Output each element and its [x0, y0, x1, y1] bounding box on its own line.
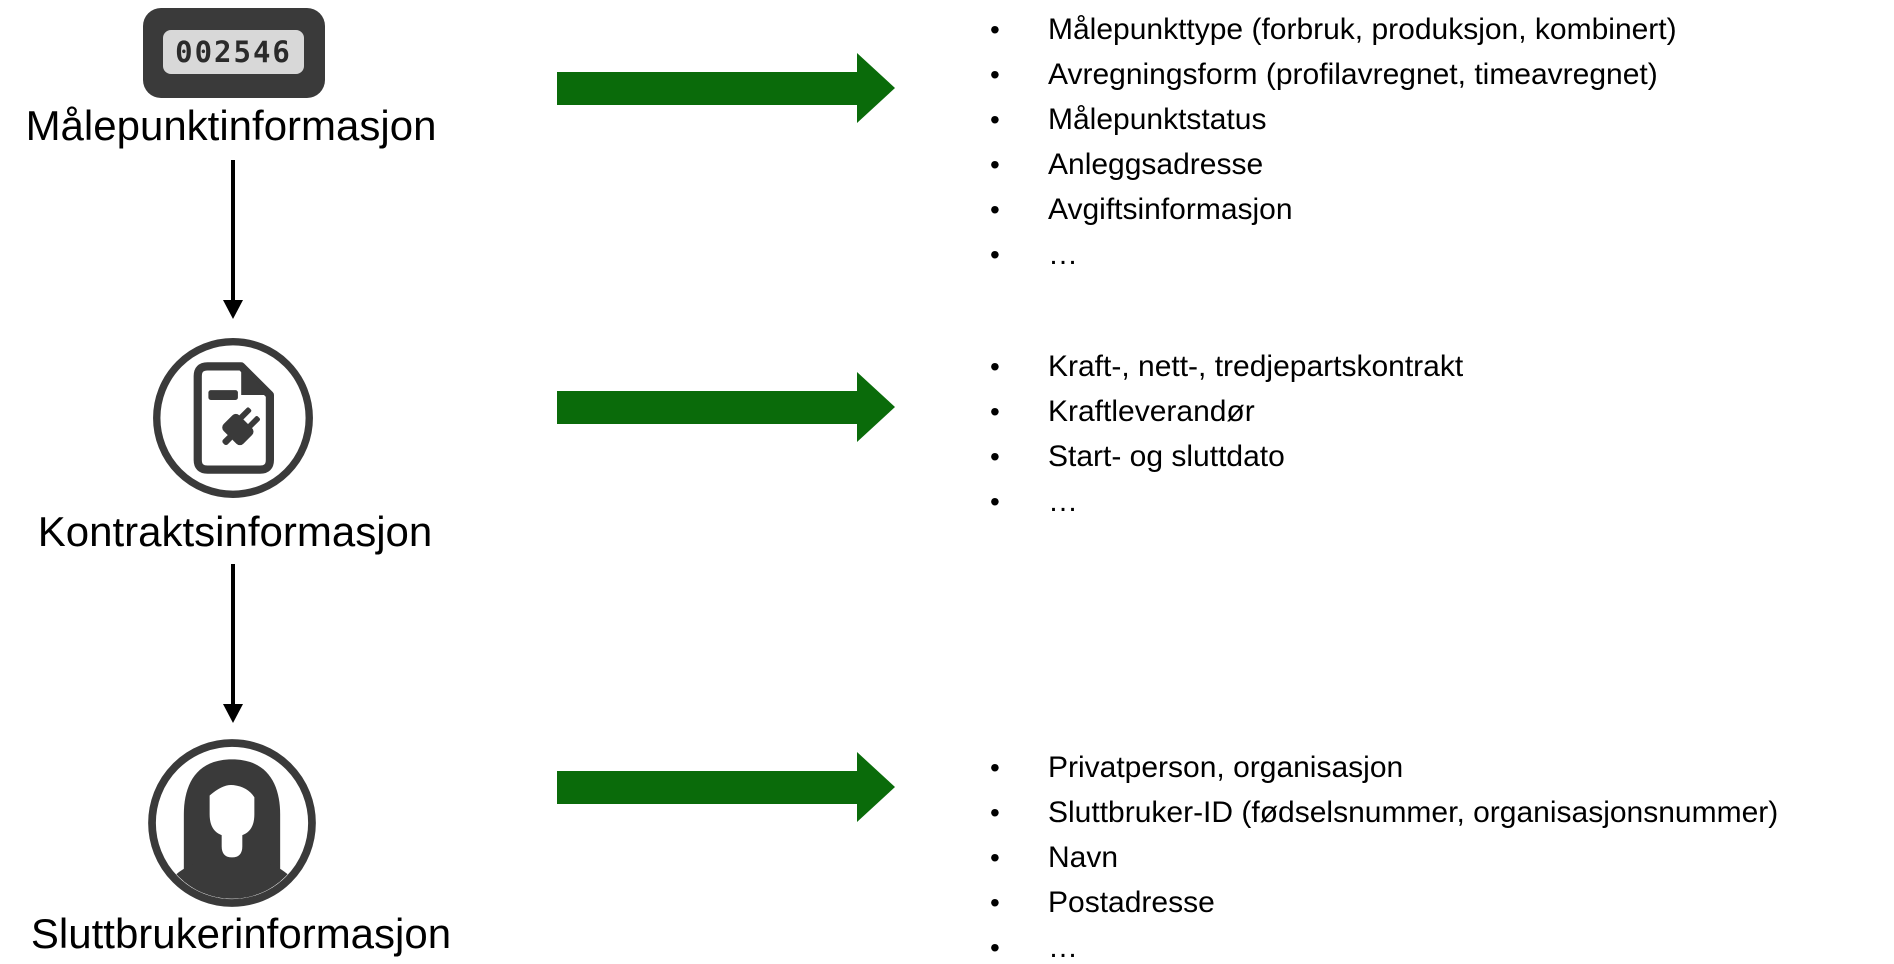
contract-icon — [153, 338, 313, 498]
list-item-text: Kraftleverandør — [1048, 395, 1255, 428]
list-item-text: Avgiftsinformasjon — [1048, 193, 1293, 226]
bullet-list-sluttbruker: • Privatperson, organisasjon • Sluttbruker… — [990, 745, 1778, 964]
list-item-text: Navn — [1048, 841, 1119, 874]
list-item: • Avregningsform (profilavregnet, timeavr… — [990, 52, 1677, 97]
list-item: • Kraft-, nett-, tredjepartskontrakt — [990, 344, 1463, 389]
list-item-text: Privatperson, organisasjon — [1048, 751, 1404, 784]
bullet-icon: • — [990, 239, 1000, 270]
bullet-icon: • — [990, 14, 1000, 45]
bullet-icon: • — [990, 441, 1000, 472]
green-arrow-1-icon — [557, 53, 895, 123]
section-label-kontrakt: Kontraktsinformasjon — [37, 508, 433, 555]
list-item-text: Målepunkttype (forbruk, produksjon, komb… — [1048, 13, 1677, 46]
bullet-icon: • — [990, 932, 1000, 963]
bullet-icon: • — [990, 104, 1000, 135]
plug-icon — [222, 407, 260, 446]
list-item: • Privatperson, organisasjon — [990, 745, 1778, 790]
bullet-list-kontrakt: • Kraft-, nett-, tredjepartskontrakt • Kra… — [990, 344, 1463, 524]
list-item-text: … — [1048, 931, 1078, 964]
list-item-text: Anleggsadresse — [1048, 148, 1264, 181]
bullet-icon: • — [990, 887, 1000, 918]
bullet-icon: • — [990, 351, 1000, 382]
down-arrow-2-icon — [223, 564, 243, 723]
bullet-list-malepunkt: • Målepunkttype (forbruk, produksjon, kom… — [990, 7, 1677, 277]
list-item-text: Postadresse — [1048, 886, 1215, 919]
green-arrow-2-icon — [557, 372, 895, 442]
list-item: •… — [990, 232, 1677, 277]
bullet-icon: • — [990, 396, 1000, 427]
list-item-text: Start- og sluttdato — [1048, 440, 1285, 473]
list-item: •… — [990, 925, 1778, 964]
bullet-icon: • — [990, 59, 1000, 90]
list-item: • Kraftleverandør — [990, 389, 1463, 434]
section-label-sluttbruker: Sluttbrukerinformasjon — [30, 910, 452, 957]
list-item: • Målepunktstatus — [990, 97, 1677, 142]
end-user-icon — [148, 739, 316, 907]
list-item: •… — [990, 479, 1463, 524]
meter-icon: 002546 — [143, 8, 325, 98]
list-item-text: … — [1048, 485, 1078, 518]
down-arrow-1-icon — [223, 160, 243, 319]
green-arrow-3-icon — [557, 752, 895, 822]
meter-display: 002546 — [163, 30, 304, 74]
list-item-text: Avregningsform (profilavregnet, timeavre… — [1048, 58, 1658, 91]
list-item: • Navn — [990, 835, 1778, 880]
list-item: • Målepunkttype (forbruk, produksjon, kom… — [990, 7, 1677, 52]
meter-display-value: 002546 — [175, 35, 292, 69]
bullet-icon: • — [990, 842, 1000, 873]
list-item-text: Kraft-, nett-, tredjepartskontrakt — [1048, 350, 1464, 383]
bullet-icon: • — [990, 797, 1000, 828]
bullet-icon: • — [990, 149, 1000, 180]
list-item-text: Målepunktstatus — [1048, 103, 1267, 136]
list-item: • Postadresse — [990, 880, 1778, 925]
list-item-text: Sluttbruker-ID (fødselsnummer, organisas… — [1048, 796, 1779, 829]
section-label-malepunkt: Målepunktinformasjon — [25, 102, 437, 149]
list-item: • Start- og sluttdato — [990, 434, 1463, 479]
bullet-icon: • — [990, 486, 1000, 517]
list-item: • Avgiftsinformasjon — [990, 187, 1677, 232]
bullet-icon: • — [990, 752, 1000, 783]
list-item-text: … — [1048, 238, 1078, 271]
bullet-icon: • — [990, 194, 1000, 225]
list-item: • Sluttbruker-ID (fødselsnummer, organisa… — [990, 790, 1778, 835]
list-item: • Anleggsadresse — [990, 142, 1677, 187]
